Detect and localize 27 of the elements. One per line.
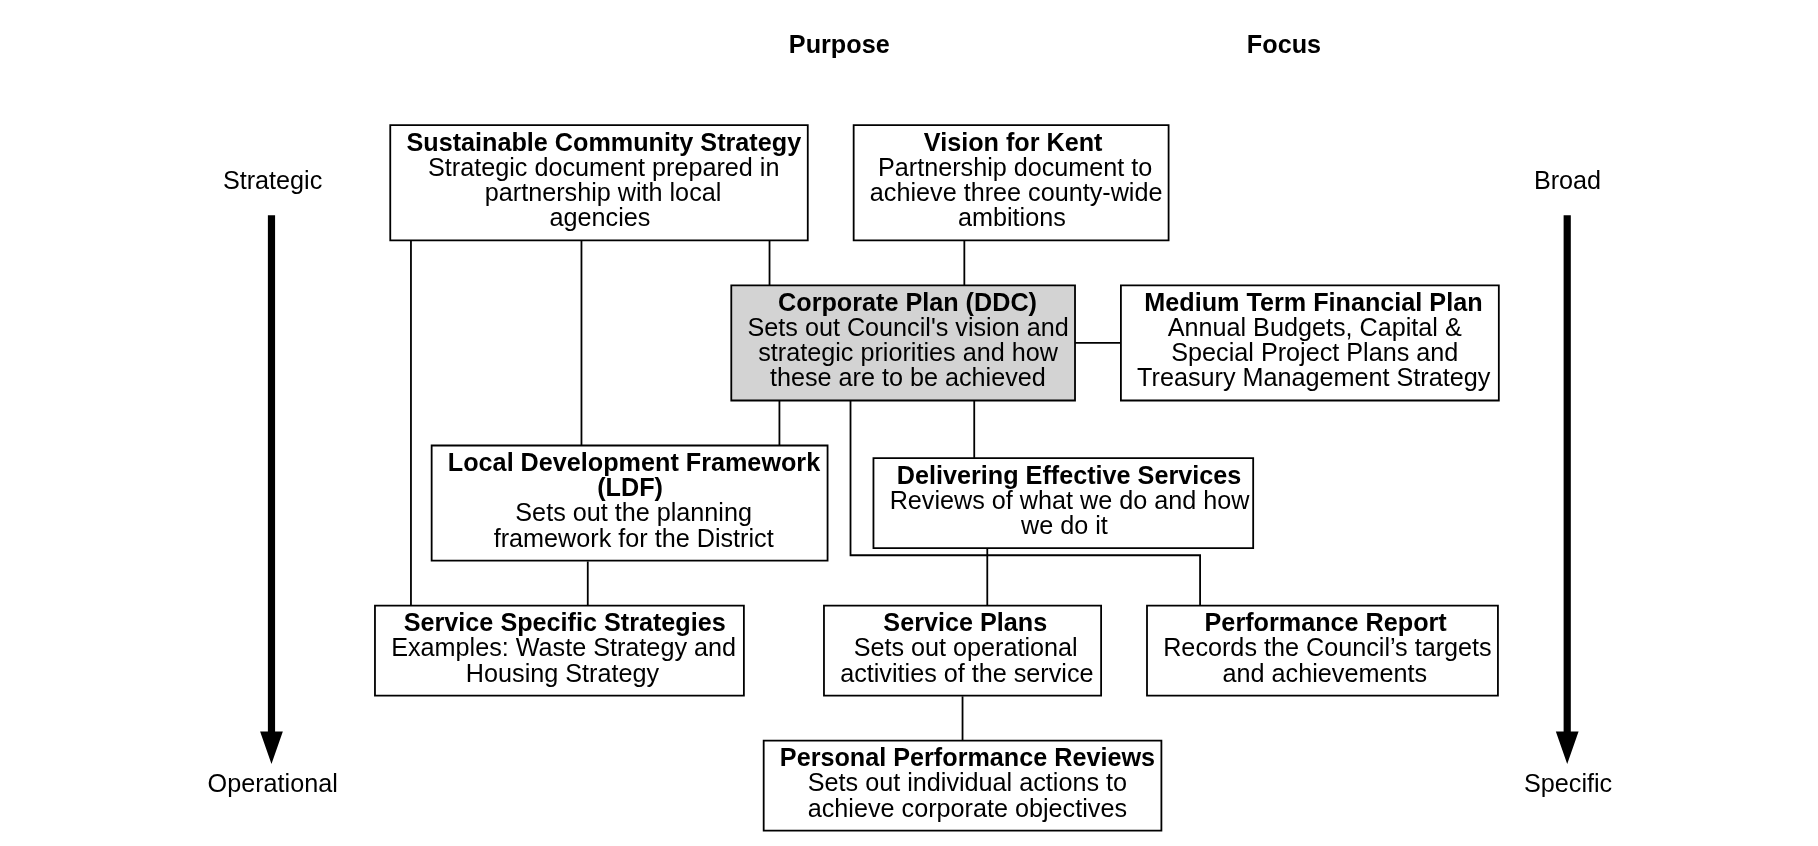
- node-box: Delivering Effective Services Reviews of what we do and how we do it: [872, 457, 1255, 549]
- connector: [768, 239, 771, 287]
- label: Purpose: [788, 29, 890, 58]
- node-box: Local Development Framework (LDF) Sets out the planning framework for the District: [430, 444, 829, 562]
- node-box: Service Plans Sets out operational activities of the service: [823, 604, 1102, 697]
- connector: [963, 239, 966, 287]
- node-box: Personal Performance Reviews Sets out individual actions to achieve corporate objectives: [762, 739, 1163, 832]
- connector: [986, 547, 989, 607]
- connector: [1074, 342, 1122, 344]
- node-box: Vision for Kent Partnership document to achieve three county-wide ambitions: [852, 124, 1170, 242]
- connector: [410, 239, 412, 607]
- connector: [580, 239, 583, 446]
- node-box: Service Specific Strategies Examples: Waste Strategy and Housing Strategy: [374, 604, 745, 697]
- node-box: Corporate Plan (DDC) Sets out Council's vision and strategic priorities and how these are to be achieved: [730, 284, 1076, 402]
- node-box: Medium Term Financial Plan Annual Budgets, Capital & Special Project Plans and Treasury Management Strategy: [1120, 284, 1500, 402]
- connector: [778, 399, 781, 447]
- connector: [961, 695, 964, 742]
- node-text: Broad: [1533, 166, 1602, 195]
- connector: [973, 399, 976, 459]
- node-text: Strategic: [222, 166, 323, 195]
- node-box: Performance Report Records the Council’s targets and achievements: [1146, 604, 1499, 697]
- node-text: Operational: [207, 769, 338, 798]
- label: Focus: [1246, 29, 1322, 58]
- connector: [849, 400, 1201, 607]
- node-text: Specific: [1524, 769, 1613, 798]
- connector: [586, 560, 589, 607]
- node-box: Sustainable Community Strategy Strategic document prepared in partnership with local agencies: [389, 124, 809, 242]
